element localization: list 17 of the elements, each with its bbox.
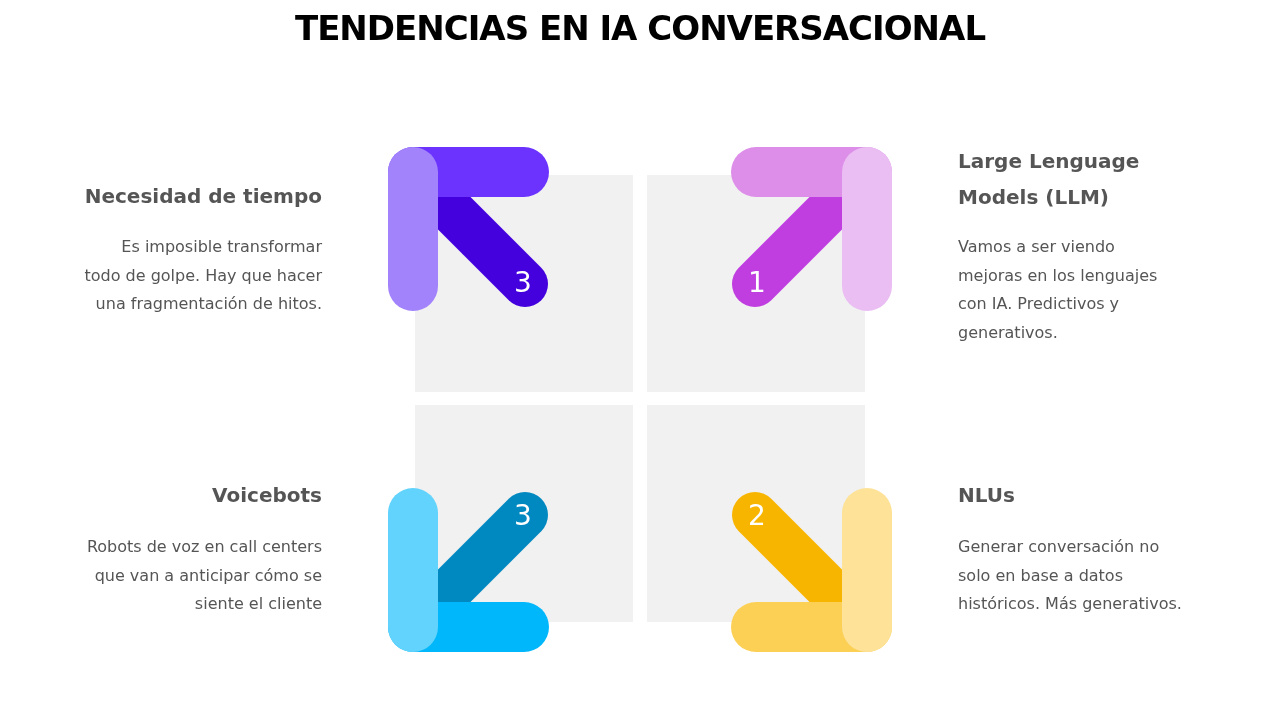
step-number: 3 xyxy=(513,267,533,299)
title: TENDENCIAS EN IA CONVERSACIONAL xyxy=(293,8,987,48)
step-number: 2 xyxy=(747,500,767,532)
trend-heading: Large Lenguage Models (LLM) xyxy=(958,148,1141,211)
corner-arrow-icon xyxy=(728,147,892,311)
trend-description: Robots de voz en call centers que van a anticipar cómo se siente el cliente xyxy=(85,536,322,615)
trend-description: Es imposible transformar todo de golpe. Hay que hacer una fragmentación de hitos. xyxy=(83,236,322,315)
trend-heading: NLUs xyxy=(958,482,1016,509)
corner-arrow-icon xyxy=(388,488,552,652)
trend-description: Generar conversación no solo en base a datos históricos. Más generativos. xyxy=(958,536,1183,615)
step-number: 3 xyxy=(513,500,533,532)
trend-description: Vamos a ser viendo mejoras en los lenguajes con IA. Predictivos y generativos. xyxy=(958,236,1159,344)
trend-heading: Necesidad de tiempo xyxy=(83,183,322,210)
corner-arrow-icon xyxy=(388,147,552,311)
step-number: 1 xyxy=(747,267,767,299)
corner-arrow-icon xyxy=(728,488,892,652)
trend-heading: Voicebots xyxy=(211,482,322,509)
